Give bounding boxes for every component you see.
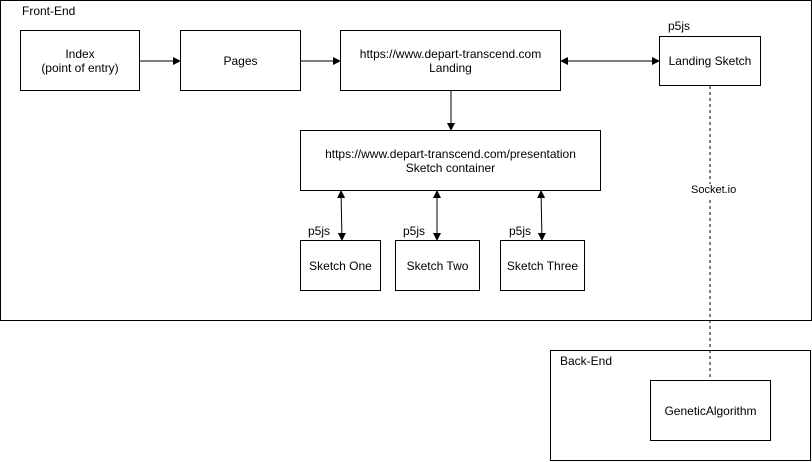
index-node-subtitle: (point of entry) <box>41 60 119 75</box>
socket-io-label: Socket.io <box>690 184 738 197</box>
genetic-algorithm-node: GeneticAlgorithm <box>650 380 771 441</box>
backend-group-label: Back-End <box>560 354 613 368</box>
sketch-three-node-title: Sketch Three <box>506 258 579 273</box>
landing-sketch-tag: p5js <box>668 19 691 33</box>
sketch-one-tag: p5js <box>308 224 331 238</box>
landing-node-url: https://www.depart-transcend.com <box>359 46 542 61</box>
landing-node-subtitle: Landing <box>429 60 472 75</box>
index-node: Index (point of entry) <box>20 30 140 91</box>
landing-sketch-node-title: Landing Sketch <box>668 54 752 68</box>
backend-group <box>550 350 811 461</box>
landing-sketch-node: Landing Sketch <box>659 36 761 86</box>
sketch-two-node: Sketch Two <box>395 240 480 291</box>
sketch-two-node-title: Sketch Two <box>406 258 469 273</box>
edge-presentation-sketch-three <box>537 190 546 241</box>
pages-node-title: Pages <box>223 53 258 68</box>
index-node-title: Index <box>65 46 95 61</box>
sketch-three-node: Sketch Three <box>500 240 585 291</box>
frontend-group-label: Front-End <box>22 4 76 18</box>
sketch-one-node: Sketch One <box>300 240 381 291</box>
landing-node: https://www.depart-transcend.com Landing <box>340 30 561 91</box>
presentation-node-subtitle: Sketch container <box>405 160 496 175</box>
presentation-node: https://www.depart-transcend.com/present… <box>300 130 601 191</box>
sketch-two-tag: p5js <box>403 224 426 238</box>
genetic-algorithm-node-title: GeneticAlgorithm <box>664 403 757 418</box>
presentation-node-url: https://www.depart-transcend.com/present… <box>325 146 576 161</box>
edge-presentation-sketch-one <box>337 190 346 241</box>
sketch-three-tag: p5js <box>509 224 532 238</box>
pages-node: Pages <box>180 30 301 91</box>
sketch-one-node-title: Sketch One <box>309 258 372 273</box>
